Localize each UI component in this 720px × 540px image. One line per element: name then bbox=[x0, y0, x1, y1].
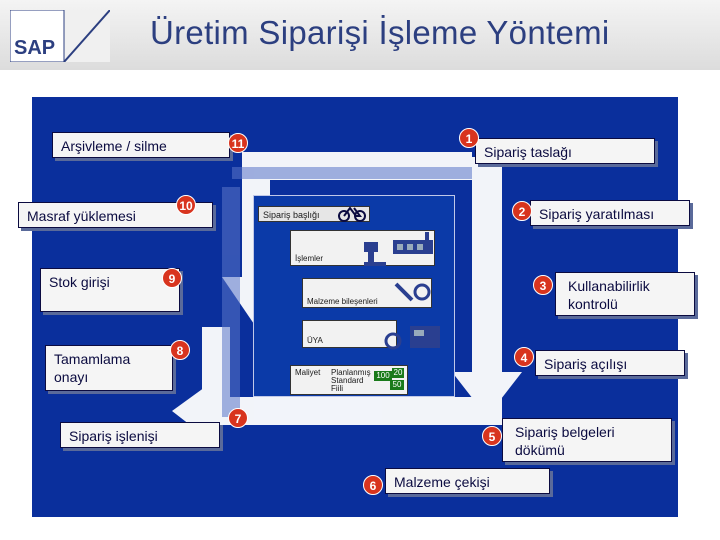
machine-icon bbox=[364, 242, 386, 266]
document-icon bbox=[410, 326, 440, 348]
step-goods-receipt-box: Stok girişi bbox=[40, 268, 180, 312]
step-confirmation-box: Tamamlama onayı bbox=[45, 345, 173, 391]
cost-value-a: 100 bbox=[374, 371, 392, 381]
step-archive-box: Arşivleme / silme bbox=[52, 132, 230, 158]
components-label: Malzeme bileşenleri bbox=[307, 297, 378, 306]
step-8-badge: 8 bbox=[170, 340, 190, 360]
cost-value-b: 20 bbox=[392, 368, 404, 378]
costs-label: Maliyet bbox=[295, 368, 321, 377]
bicycle-icon bbox=[338, 206, 366, 222]
cycle-arrows bbox=[172, 152, 522, 442]
cost-value-c: 50 bbox=[390, 380, 404, 390]
logo-text: SAP bbox=[14, 37, 55, 59]
step-execution-label: Sipariş işlenişi bbox=[69, 428, 158, 444]
operations-label: İşlemler bbox=[295, 254, 324, 263]
step-5-badge: 5 bbox=[482, 426, 502, 446]
factory-icon bbox=[393, 232, 433, 254]
standard-label: Standard bbox=[331, 376, 364, 385]
step-7-badge: 7 bbox=[228, 408, 248, 428]
step-confirmation-label: Tamamlama onayı bbox=[54, 351, 131, 385]
step-1-badge: 1 bbox=[459, 128, 479, 148]
step-create-label: Sipariş yaratılması bbox=[539, 206, 655, 222]
step-4-badge: 4 bbox=[514, 347, 534, 367]
step-draft-box: Sipariş taslağı bbox=[475, 138, 655, 164]
components-card: Malzeme bileşenleri bbox=[302, 278, 432, 308]
prt-card: ÜYA bbox=[302, 320, 397, 348]
planned-label: Planlanmış bbox=[331, 368, 371, 377]
step-3-badge: 3 bbox=[533, 275, 553, 295]
step-6-badge: 6 bbox=[363, 475, 383, 495]
step-release-box: Sipariş açılışı bbox=[535, 350, 685, 376]
step-withdrawal-label: Malzeme çekişi bbox=[394, 474, 490, 490]
wrench-icon bbox=[394, 282, 431, 302]
page-title: Üretim Siparişi İşleme Yöntemi bbox=[150, 14, 610, 51]
title-bar bbox=[0, 0, 720, 70]
step-archive-label: Arşivleme / silme bbox=[61, 138, 167, 154]
step-execution-box: Sipariş işlenişi bbox=[60, 422, 220, 448]
tool-icon bbox=[384, 332, 402, 350]
step-2-badge: 2 bbox=[512, 201, 532, 221]
step-print-box: Sipariş belgeleri dökümü bbox=[502, 418, 672, 462]
step-11-badge: 11 bbox=[228, 133, 248, 153]
step-availability-label: Kullanabilirlik kontrolü bbox=[568, 278, 650, 312]
step-goods-receipt-label: Stok girişi bbox=[49, 274, 110, 290]
step-9-badge: 9 bbox=[162, 268, 182, 288]
step-availability-box: Kullanabilirlik kontrolü bbox=[555, 272, 695, 316]
step-cost-label: Masraf yüklemesi bbox=[27, 208, 136, 224]
step-release-label: Sipariş açılışı bbox=[544, 356, 628, 372]
step-withdrawal-box: Malzeme çekişi bbox=[385, 468, 550, 494]
step-print-label: Sipariş belgeleri dökümü bbox=[515, 424, 615, 458]
order-header-bar: Sipariş başlığı bbox=[258, 206, 370, 222]
actual-label: Fiili bbox=[331, 384, 343, 393]
sap-logo: SAP bbox=[10, 10, 110, 62]
step-create-box: Sipariş yaratılması bbox=[530, 200, 690, 226]
prt-label: ÜYA bbox=[307, 336, 323, 345]
order-header-label: Sipariş başlığı bbox=[263, 210, 320, 220]
step-10-badge: 10 bbox=[176, 195, 196, 215]
step-draft-label: Sipariş taslağı bbox=[484, 144, 572, 160]
